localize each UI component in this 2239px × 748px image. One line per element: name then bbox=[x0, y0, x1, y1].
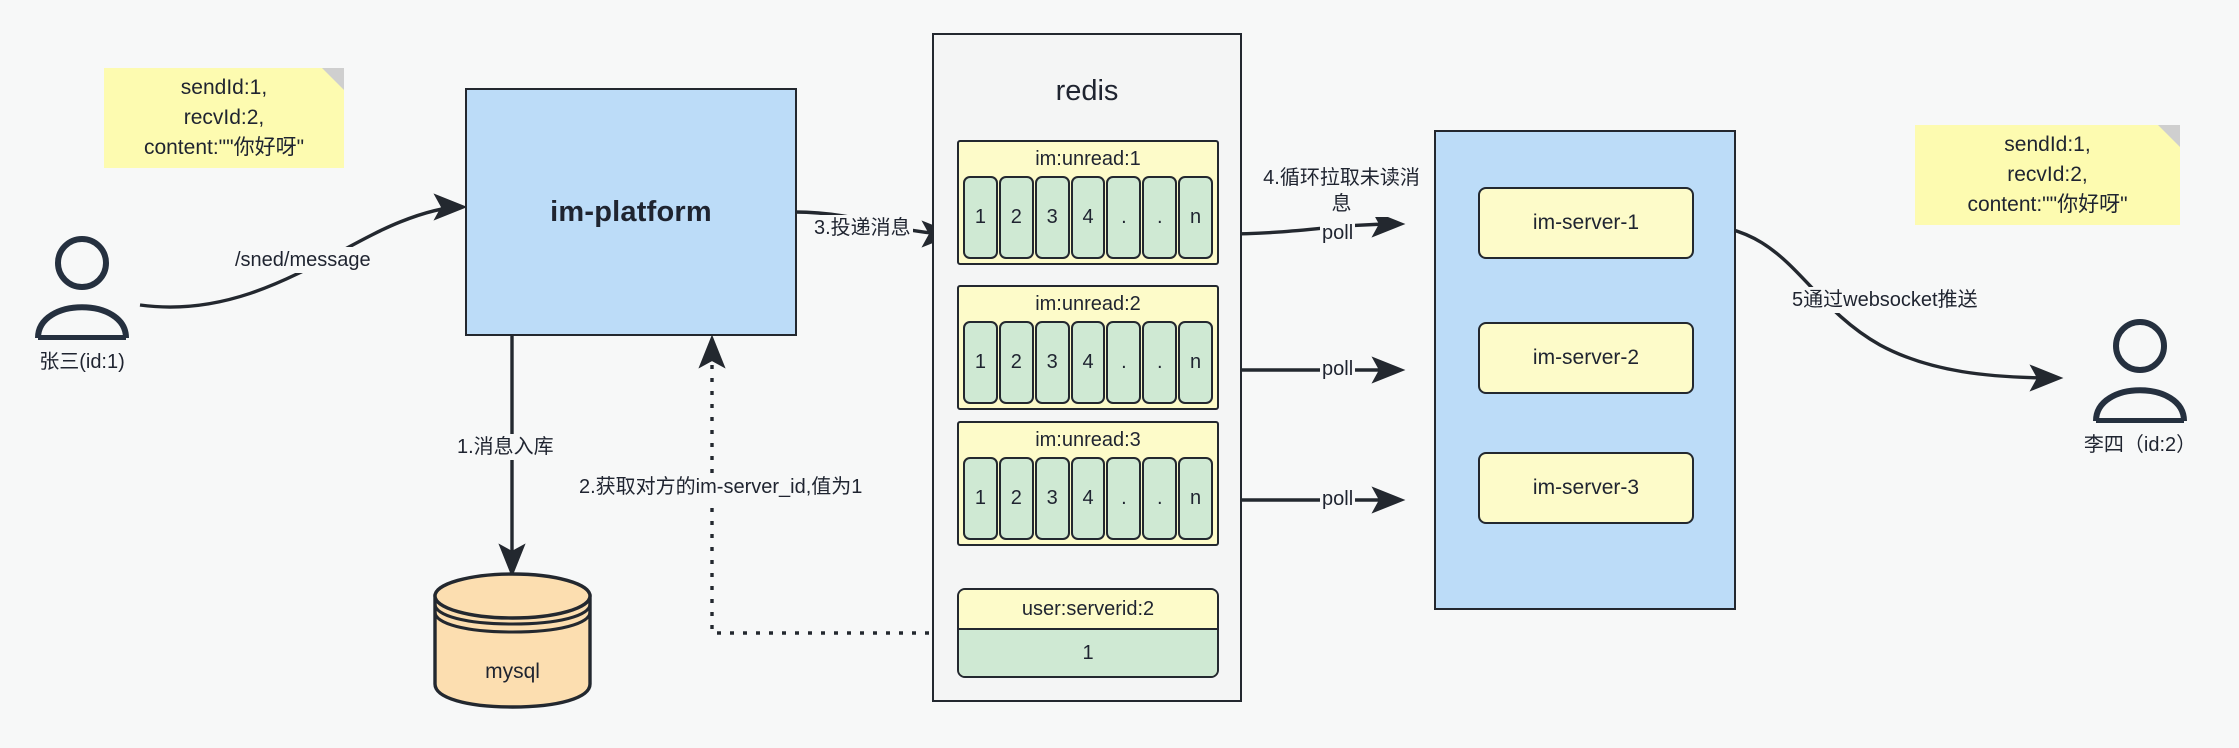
redis-key-label-0: im:unread:1 bbox=[1035, 148, 1141, 170]
im-server-1-label: im-server-1 bbox=[1532, 211, 1640, 234]
im-server-2-label: im-server-2 bbox=[1532, 346, 1640, 369]
redis-cell[interactable]: . bbox=[1142, 176, 1178, 259]
im-platform-label: im-platform bbox=[550, 195, 712, 228]
edge-label-step5: 5通过websocket推送 bbox=[1790, 287, 1980, 313]
redis-title: redis bbox=[1055, 75, 1119, 107]
redis-cell[interactable]: 4 bbox=[1070, 321, 1106, 404]
im-platform-box[interactable]: im-platform bbox=[465, 88, 797, 336]
redis-cell[interactable]: 1 bbox=[963, 321, 998, 404]
note-fold-icon bbox=[322, 68, 344, 90]
actor-sender-label: 张三(id:1) bbox=[39, 351, 125, 373]
redis-cell[interactable]: 4 bbox=[1070, 457, 1106, 540]
redis-key-group-2[interactable]: im:unread:3 1 2 3 4 . . n bbox=[957, 421, 1219, 546]
edge-label-step4: 4.循环拉取未读消 息 bbox=[1257, 165, 1426, 217]
redis-cell[interactable]: . bbox=[1106, 321, 1142, 404]
redis-cells-2: 1 2 3 4 . . n bbox=[959, 457, 1217, 544]
note-left-text: sendId:1, recvId:2, content:""你好呀" bbox=[143, 76, 305, 159]
edge-label-step3: 3.投递消息 bbox=[812, 215, 913, 241]
edge-label-poll-1: poll bbox=[1320, 220, 1356, 246]
edge-label-send-message: /sned/message bbox=[233, 247, 373, 273]
redis-key-group-0[interactable]: im:unread:1 1 2 3 4 . . n bbox=[957, 140, 1219, 265]
mysql-label: mysql bbox=[485, 660, 540, 683]
im-server-2[interactable]: im-server-2 bbox=[1478, 322, 1694, 394]
redis-key-label-2: im:unread:3 bbox=[1035, 429, 1141, 451]
redis-cell[interactable]: 1 bbox=[963, 457, 998, 540]
edge-redis1-to-server1 bbox=[1221, 210, 1406, 238]
mysql-cylinder[interactable]: mysql bbox=[430, 570, 595, 710]
redis-cell[interactable]: 2 bbox=[998, 176, 1034, 259]
redis-cells-1: 1 2 3 4 . . n bbox=[959, 321, 1217, 408]
redis-cell[interactable]: n bbox=[1178, 321, 1214, 404]
redis-cell[interactable]: 2 bbox=[998, 457, 1034, 540]
redis-cell[interactable]: . bbox=[1142, 457, 1178, 540]
note-fold-icon bbox=[2158, 125, 2180, 147]
redis-cell[interactable]: 3 bbox=[1034, 321, 1070, 404]
redis-kv-key: user:serverid:2 bbox=[959, 590, 1217, 628]
edge-label-poll-3: poll bbox=[1320, 486, 1356, 512]
database-icon bbox=[433, 572, 592, 709]
user-icon bbox=[35, 236, 129, 341]
redis-cell[interactable]: . bbox=[1142, 321, 1178, 404]
redis-kv-user-serverid[interactable]: user:serverid:2 1 bbox=[957, 588, 1219, 678]
actor-receiver: 李四（id:2） bbox=[2080, 318, 2200, 456]
redis-cell[interactable]: n bbox=[1178, 457, 1214, 540]
edge-label-poll-2: poll bbox=[1320, 356, 1356, 382]
redis-kv-value: 1 bbox=[959, 628, 1217, 676]
redis-cell[interactable]: 1 bbox=[963, 176, 998, 259]
user-icon bbox=[2093, 319, 2187, 424]
redis-cell[interactable]: . bbox=[1106, 457, 1142, 540]
redis-cell[interactable]: n bbox=[1178, 176, 1214, 259]
note-right: sendId:1, recvId:2, content:""你好呀" bbox=[1915, 125, 2180, 225]
redis-cell[interactable]: 3 bbox=[1034, 176, 1070, 259]
edge-label-step2: 2.获取对方的im-server_id,值为1 bbox=[577, 474, 865, 500]
redis-key-group-1[interactable]: im:unread:2 1 2 3 4 . . n bbox=[957, 285, 1219, 410]
redis-cells-0: 1 2 3 4 . . n bbox=[959, 176, 1217, 263]
redis-key-label-1: im:unread:2 bbox=[1035, 293, 1141, 315]
actor-sender: 张三(id:1) bbox=[22, 235, 142, 373]
redis-cell[interactable]: 2 bbox=[998, 321, 1034, 404]
note-right-text: sendId:1, recvId:2, content:""你好呀" bbox=[1967, 133, 2128, 216]
im-server-3[interactable]: im-server-3 bbox=[1478, 452, 1694, 524]
note-left: sendId:1, recvId:2, content:""你好呀" bbox=[104, 68, 344, 168]
im-server-1[interactable]: im-server-1 bbox=[1478, 187, 1694, 259]
actor-receiver-label: 李四（id:2） bbox=[2083, 434, 2197, 456]
im-server-3-label: im-server-3 bbox=[1532, 476, 1640, 499]
redis-cell[interactable]: 4 bbox=[1070, 176, 1106, 259]
redis-cell[interactable]: 3 bbox=[1034, 457, 1070, 540]
redis-cell[interactable]: . bbox=[1106, 176, 1142, 259]
edge-label-step1: 1.消息入库 bbox=[455, 434, 556, 460]
